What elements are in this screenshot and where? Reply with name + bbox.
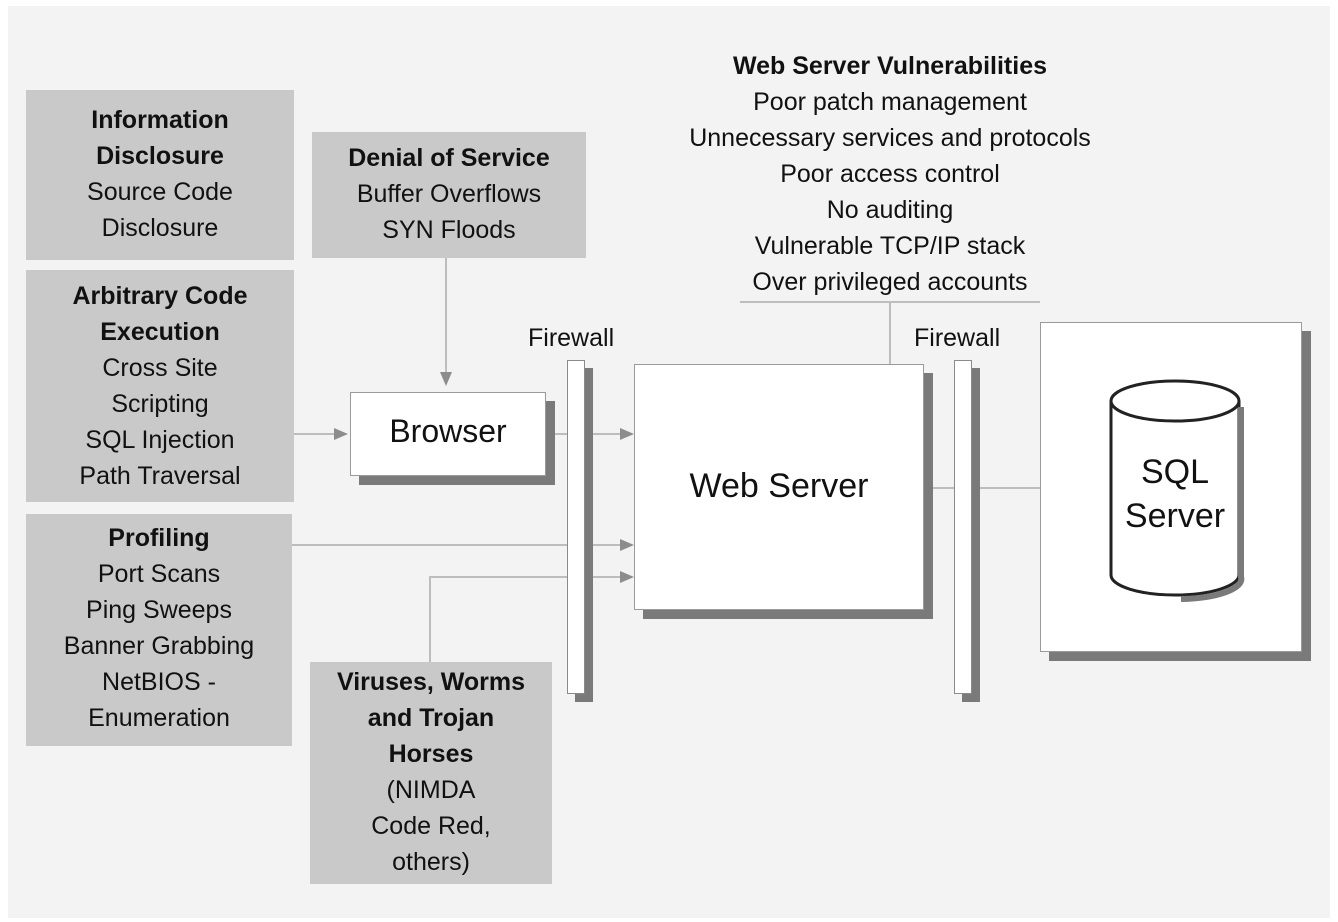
threat-item: SYN Floods xyxy=(382,216,516,244)
threat-title-line: Disclosure xyxy=(96,142,224,170)
sql-server-node: SQL Server xyxy=(1040,322,1302,652)
threat-title-line: Horses xyxy=(388,740,474,768)
threat-item: Ping Sweeps xyxy=(86,596,232,624)
threat-information-disclosure: Information Disclosure Source Code Discl… xyxy=(26,90,294,260)
threat-item: NetBIOS - xyxy=(102,668,216,696)
threat-title-line: Denial of Service xyxy=(348,144,550,172)
firewall-left xyxy=(567,360,585,694)
browser-label: Browser xyxy=(389,413,507,449)
threat-item: (NIMDA xyxy=(386,776,476,804)
threat-item: others) xyxy=(392,848,470,876)
vulnerability-item: Poor patch management xyxy=(753,88,1027,116)
web-server-label: Web Server xyxy=(689,467,869,505)
firewall-right-label: Firewall xyxy=(914,324,1001,352)
database-cylinder-icon xyxy=(1109,379,1245,602)
threat-item: Cross Site xyxy=(102,354,218,382)
web-server-node: Web Server xyxy=(634,364,924,610)
threat-profiling: Profiling Port Scans Ping Sweeps Banner … xyxy=(26,514,292,746)
threat-item: SQL Injection xyxy=(85,426,235,454)
sql-server-label-line: SQL xyxy=(1140,453,1210,491)
browser-node: Browser xyxy=(350,392,546,476)
vulnerability-item: No auditing xyxy=(826,196,954,224)
threat-item: Code Red, xyxy=(371,812,491,840)
threat-item: Enumeration xyxy=(88,704,230,732)
threat-item: Banner Grabbing xyxy=(63,632,255,660)
threat-title-line: Profiling xyxy=(108,524,210,552)
firewall-left-label: Firewall xyxy=(528,324,615,352)
vulnerabilities-title: Web Server Vulnerabilities xyxy=(732,52,1047,80)
web-server-vulnerabilities: Web Server Vulnerabilities Poor patch ma… xyxy=(640,48,1140,300)
threat-title-line: Arbitrary Code xyxy=(72,282,248,310)
threat-title-line: Execution xyxy=(100,318,220,346)
threat-title-line: and Trojan xyxy=(367,704,495,732)
firewall-right xyxy=(954,360,972,694)
threat-item: Source Code xyxy=(87,178,233,206)
threat-item: Path Traversal xyxy=(79,462,241,490)
sql-server-label-line: Server xyxy=(1124,497,1226,535)
vulnerability-item: Unnecessary services and protocols xyxy=(689,124,1091,152)
threat-item: Scripting xyxy=(111,390,209,418)
threat-arbitrary-code-execution: Arbitrary Code Execution Cross Site Scri… xyxy=(26,270,294,502)
viruses-to-webserver-line xyxy=(429,571,634,662)
threat-item: Disclosure xyxy=(101,214,219,242)
vulnerability-item: Over privileged accounts xyxy=(752,268,1028,296)
vulnerability-item: Vulnerable TCP/IP stack xyxy=(754,232,1026,260)
threat-viruses-worms-trojans: Viruses, Worms and Trojan Horses (NIMDA … xyxy=(310,662,552,884)
vulnerability-item: Poor access control xyxy=(780,160,1000,188)
threat-title-line: Viruses, Worms xyxy=(336,668,526,696)
threat-title-line: Information xyxy=(91,106,229,134)
threat-item: Port Scans xyxy=(97,560,221,588)
threat-item: Buffer Overflows xyxy=(356,180,542,208)
threat-denial-of-service: Denial of Service Buffer Overflows SYN F… xyxy=(312,132,586,258)
